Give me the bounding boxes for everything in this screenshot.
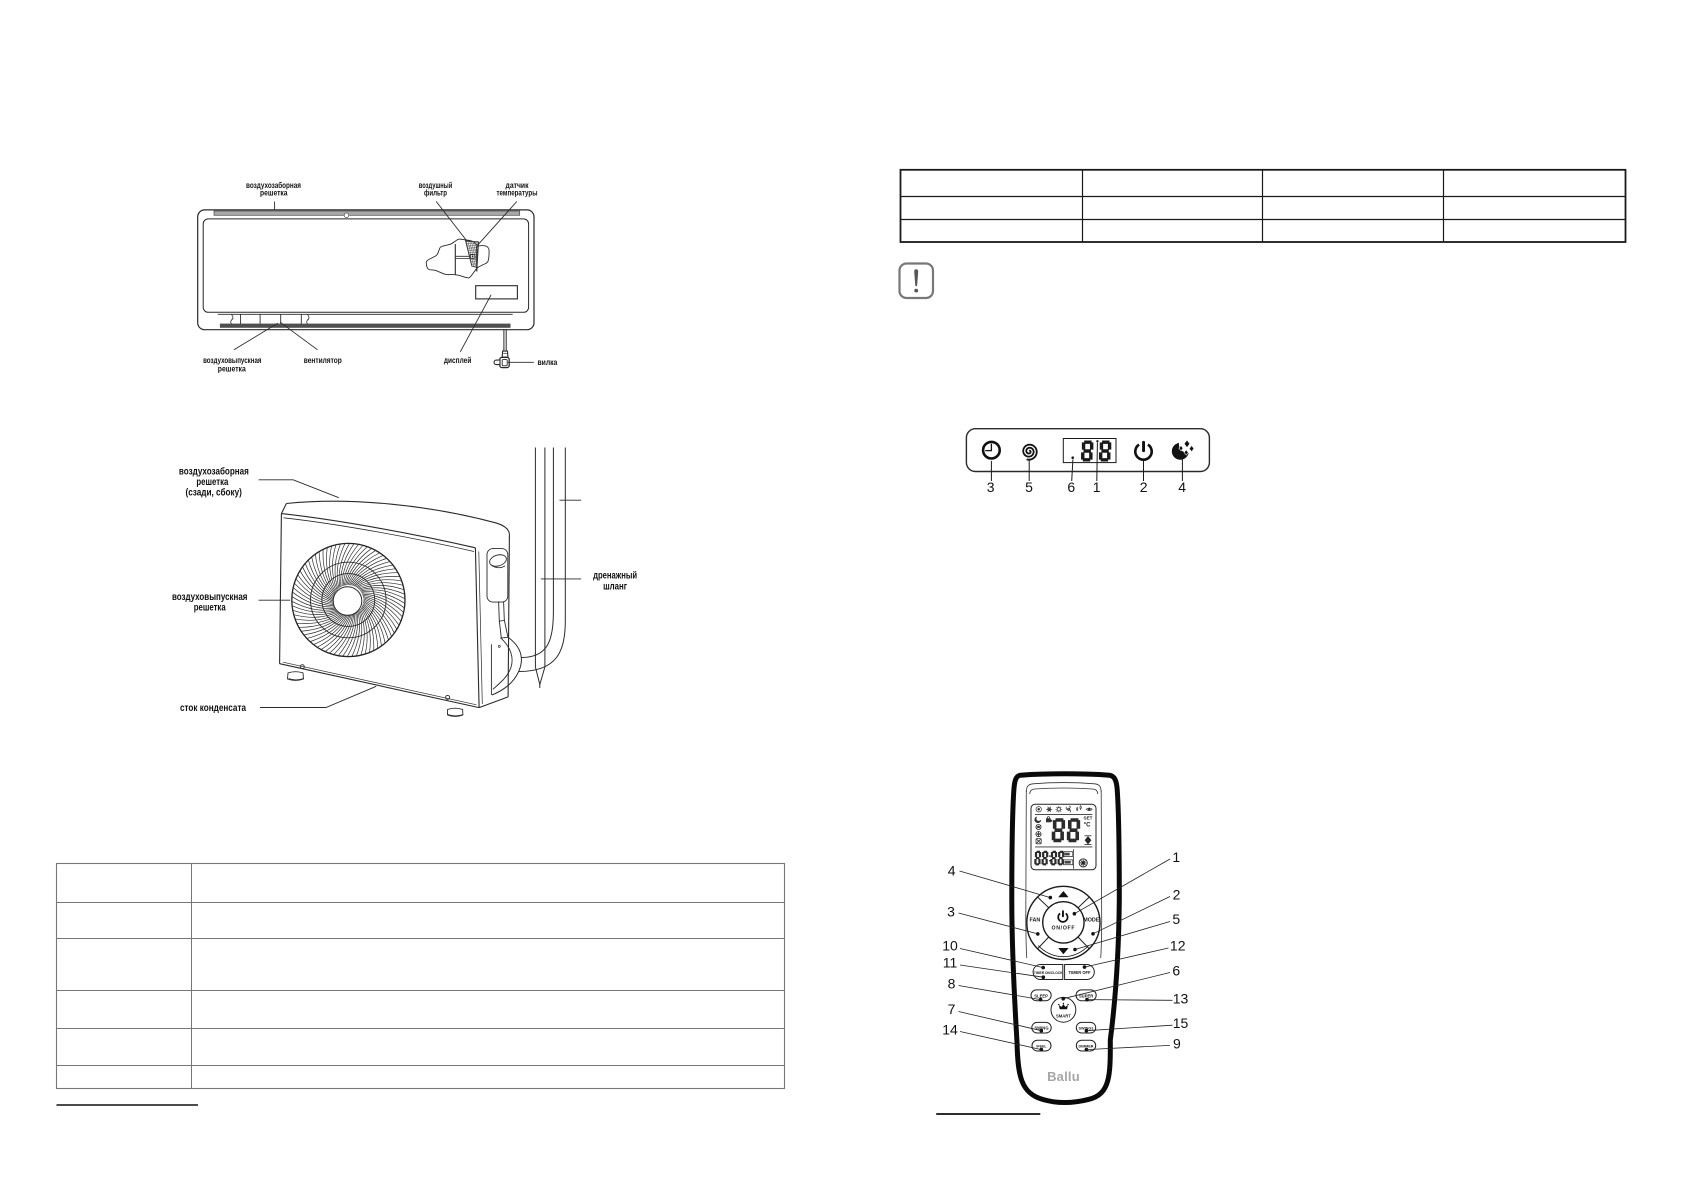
svg-text:ON/OFF: ON/OFF bbox=[1052, 926, 1076, 932]
svg-text:1: 1 bbox=[1093, 479, 1101, 495]
svg-text:3: 3 bbox=[947, 904, 955, 920]
svg-text:вентилятор: вентилятор bbox=[304, 355, 342, 365]
svg-text:13: 13 bbox=[1173, 990, 1189, 1006]
svg-text:6: 6 bbox=[1172, 963, 1180, 979]
svg-text:датчик: датчик bbox=[506, 180, 530, 190]
svg-text:4: 4 bbox=[1178, 479, 1186, 495]
svg-text:воздуховыпускная: воздуховыпускная bbox=[203, 355, 261, 365]
svg-text:15: 15 bbox=[1173, 1015, 1189, 1031]
svg-text:SLEEP: SLEEP bbox=[1034, 993, 1048, 998]
svg-text:температуры: температуры bbox=[497, 187, 538, 197]
svg-text:воздухозаборная: воздухозаборная bbox=[246, 180, 301, 190]
svg-text:5: 5 bbox=[1172, 911, 1180, 927]
svg-text:4: 4 bbox=[948, 863, 956, 879]
svg-text:1: 1 bbox=[1172, 849, 1180, 865]
svg-text:9: 9 bbox=[1173, 1035, 1181, 1051]
svg-text:шланг: шланг bbox=[603, 581, 627, 592]
svg-text:5: 5 bbox=[1025, 479, 1033, 495]
svg-text:дренажный: дренажный bbox=[593, 571, 637, 582]
svg-text:MODE: MODE bbox=[1083, 917, 1100, 923]
svg-text:FAN: FAN bbox=[1030, 917, 1041, 923]
svg-text:вилка: вилка bbox=[538, 357, 558, 367]
svg-text:воздушный: воздушный bbox=[419, 180, 453, 190]
svg-text:10: 10 bbox=[942, 938, 958, 954]
svg-text:6: 6 bbox=[1067, 479, 1075, 495]
svg-text:воздухозаборная: воздухозаборная bbox=[179, 466, 249, 478]
svg-text:SUPER: SUPER bbox=[1079, 993, 1093, 998]
svg-text:решетка: решетка bbox=[196, 477, 228, 488]
svg-text:(сзади, сбоку): (сзади, сбоку) bbox=[186, 487, 242, 499]
svg-text:12: 12 bbox=[1170, 938, 1186, 954]
svg-text:решетка: решетка bbox=[218, 364, 246, 374]
svg-text:DIMMER: DIMMER bbox=[1079, 1045, 1094, 1049]
svg-text:8: 8 bbox=[948, 976, 956, 992]
svg-text:TIMER ON/CLOCK: TIMER ON/CLOCK bbox=[1034, 971, 1063, 975]
svg-text:SWING: SWING bbox=[1034, 1026, 1048, 1031]
svg-text:решетка: решетка bbox=[260, 187, 288, 197]
svg-text:сток конденсата: сток конденсата bbox=[180, 703, 246, 714]
svg-text:7: 7 bbox=[948, 1001, 956, 1017]
svg-text:IFEEL: IFEEL bbox=[1036, 1045, 1047, 1049]
svg-text:TIMER OFF: TIMER OFF bbox=[1068, 970, 1091, 975]
svg-text:дисплей: дисплей bbox=[444, 355, 472, 365]
svg-text:2: 2 bbox=[1140, 479, 1148, 495]
svg-text:2: 2 bbox=[1173, 886, 1181, 902]
svg-text:3: 3 bbox=[987, 479, 995, 495]
svg-text:SET: SET bbox=[1084, 816, 1093, 821]
svg-text:11: 11 bbox=[943, 955, 958, 971]
svg-text:SWING2: SWING2 bbox=[1079, 1027, 1094, 1031]
svg-text:решетка: решетка bbox=[194, 603, 226, 614]
svg-text:воздуховыпускная: воздуховыпускная bbox=[172, 592, 248, 603]
svg-text:Ballu: Ballu bbox=[1047, 1069, 1080, 1084]
svg-text:°C: °C bbox=[1084, 823, 1091, 829]
svg-text:14: 14 bbox=[942, 1022, 958, 1038]
svg-text:SMART: SMART bbox=[1056, 1014, 1071, 1019]
svg-text:фильтр: фильтр bbox=[424, 187, 447, 197]
